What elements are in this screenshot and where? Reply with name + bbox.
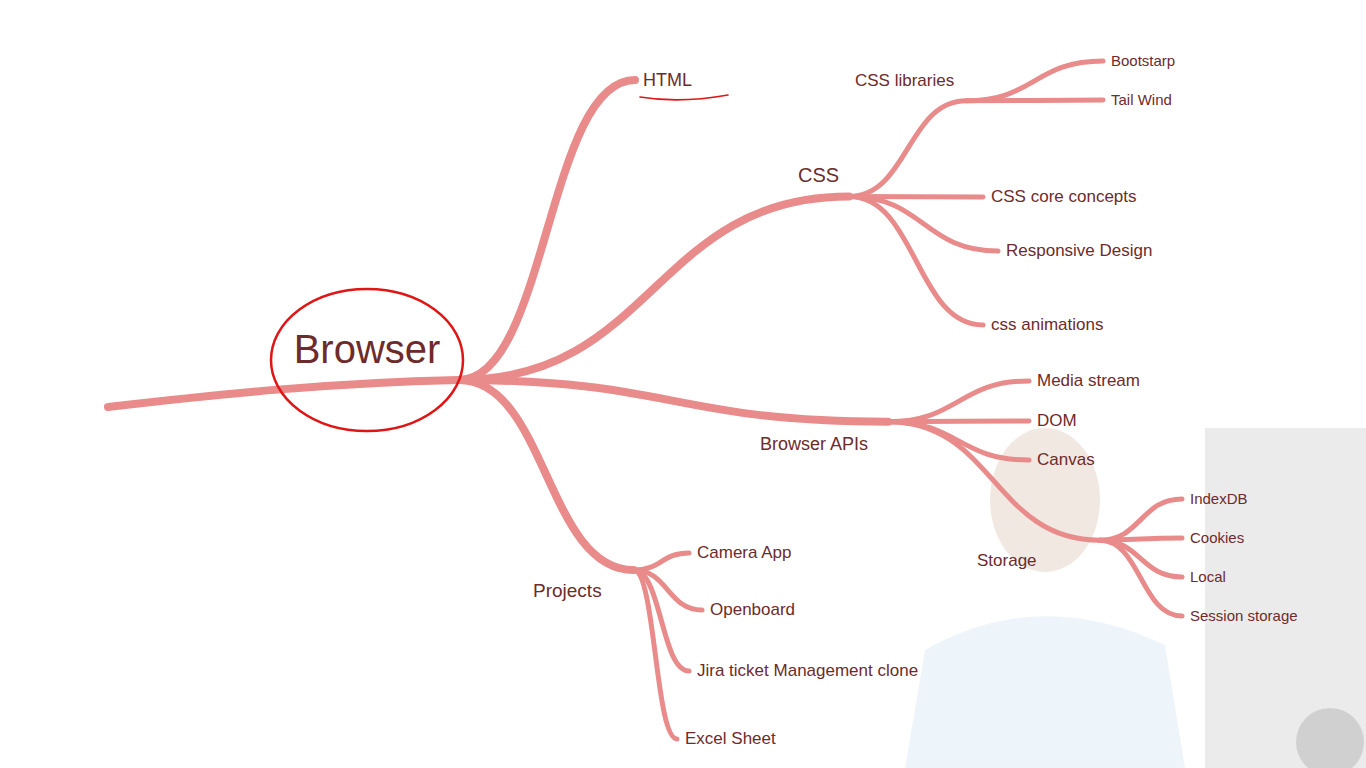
- branch-topic: CSS libraries: [855, 71, 954, 91]
- leaf-topic: HTML: [643, 70, 692, 91]
- leaf-topic: Cookies: [1190, 529, 1244, 546]
- topic-label: CSS core concepts: [991, 187, 1137, 207]
- topic-label: css animations: [991, 315, 1103, 335]
- root-topic-circle: Browser: [269, 287, 465, 433]
- topic-label: Local: [1190, 568, 1226, 585]
- topic-label: HTML: [643, 70, 692, 91]
- mindmap-branch: [459, 197, 849, 381]
- topic-label: Responsive Design: [1006, 241, 1152, 261]
- leaf-topic: css animations: [991, 315, 1103, 335]
- circle-annotation: [271, 289, 463, 431]
- mindmap-branch: [459, 80, 635, 380]
- topic-label: Session storage: [1190, 607, 1298, 624]
- leaf-topic: Responsive Design: [1006, 241, 1152, 261]
- mindmap-branch: [888, 422, 1029, 460]
- topic-label: CSS: [798, 164, 839, 187]
- leaf-topic: Openboard: [710, 600, 795, 620]
- leaf-topic: Excel Sheet: [685, 729, 776, 749]
- leaf-topic: Jira ticket Management clone: [697, 661, 918, 681]
- presenter-body: [905, 616, 1185, 768]
- leaf-topic: Camera App: [697, 543, 792, 563]
- branch-topic: CSS: [798, 164, 839, 187]
- topic-label: Media stream: [1037, 371, 1140, 391]
- mindmap-branch: [888, 422, 1100, 541]
- topic-label: Cookies: [1190, 529, 1244, 546]
- leaf-topic: Tail Wind: [1111, 91, 1172, 108]
- topic-label: Openboard: [710, 600, 795, 620]
- mindmap-branch: [1100, 540, 1182, 616]
- leaf-topic: Local: [1190, 568, 1226, 585]
- topic-label: Projects: [533, 580, 602, 602]
- leaf-topic: Bootstarp: [1111, 52, 1175, 69]
- leaf-topic: Session storage: [1190, 607, 1298, 624]
- presenter-head: [990, 428, 1100, 572]
- topic-label: Browser: [294, 326, 441, 372]
- mindmap-branch: [1100, 540, 1182, 577]
- topic-label: Bootstarp: [1111, 52, 1175, 69]
- mindmap-branch: [459, 380, 888, 422]
- mindmap-branch: [1100, 499, 1182, 540]
- underline-annotation: [640, 95, 728, 100]
- mindmap-branch: [966, 61, 1103, 101]
- topic-label: CSS libraries: [855, 71, 954, 91]
- leaf-topic: DOM: [1037, 411, 1077, 431]
- mindmap-branch: [849, 101, 966, 197]
- mindmap-branch: [459, 380, 634, 570]
- branch-topic: Browser APIs: [760, 434, 868, 455]
- topic-label: Canvas: [1037, 450, 1095, 470]
- topic-label: Camera App: [697, 543, 792, 563]
- topic-label: DOM: [1037, 411, 1077, 431]
- topic-label: IndexDB: [1190, 490, 1248, 507]
- branch-topic: Projects: [533, 580, 602, 602]
- mindmap-branch: [966, 98, 1103, 104]
- mindmap-branch: [849, 197, 983, 325]
- topic-label: Browser APIs: [760, 434, 868, 455]
- mindmap-branch: [634, 553, 689, 570]
- leaf-topic: IndexDB: [1190, 490, 1248, 507]
- mindmap-branch: [888, 381, 1029, 422]
- topic-label: Jira ticket Management clone: [697, 661, 918, 681]
- leaf-topic: Canvas: [1037, 450, 1095, 470]
- topic-label: Tail Wind: [1111, 91, 1172, 108]
- branch-topic: Storage: [977, 551, 1037, 571]
- microphone: [1296, 708, 1364, 768]
- topic-label: Excel Sheet: [685, 729, 776, 749]
- topic-label: Storage: [977, 551, 1037, 571]
- leaf-topic: CSS core concepts: [991, 187, 1137, 207]
- mindmap-branch: [634, 570, 677, 739]
- leaf-topic: Media stream: [1037, 371, 1140, 391]
